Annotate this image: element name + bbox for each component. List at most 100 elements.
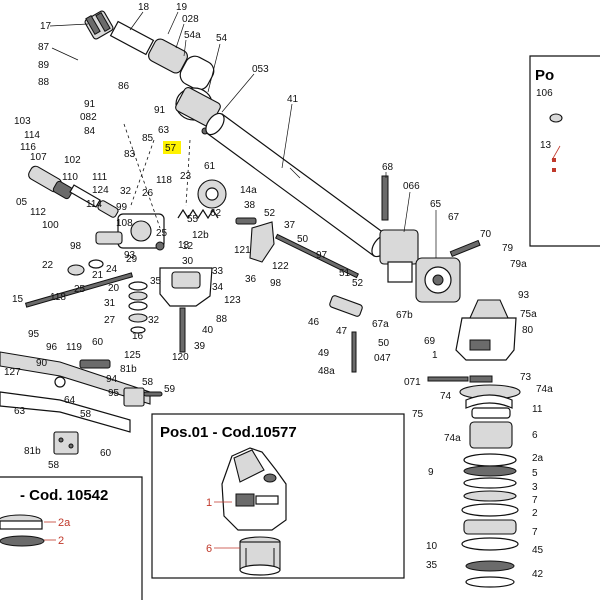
label: 29 xyxy=(126,254,138,265)
label: 18 xyxy=(138,2,150,13)
label: 81b xyxy=(120,364,137,375)
label: 25 xyxy=(156,228,168,239)
label: 19 xyxy=(176,2,188,13)
inset-label-red: 2a xyxy=(58,517,71,529)
pin-59 xyxy=(143,391,163,397)
inset-label: 106 xyxy=(536,88,553,99)
label: 118 xyxy=(50,292,66,303)
label: 46 xyxy=(308,317,320,328)
part-labels: 17 18 19 028 54a 54 053 41 87 89 88 86 9… xyxy=(4,2,553,580)
inset-label-red: 2 xyxy=(58,535,64,547)
label: 59 xyxy=(164,384,176,395)
label: 16 xyxy=(132,331,144,342)
label: 54 xyxy=(216,33,228,44)
label: 75a xyxy=(520,309,537,320)
bolt-68 xyxy=(381,175,389,221)
label: 67b xyxy=(396,310,413,321)
label: 30 xyxy=(182,256,194,267)
gearbox-65 xyxy=(415,257,461,303)
label: 35 xyxy=(150,276,162,287)
label: 124 xyxy=(92,185,109,196)
label: 071 xyxy=(404,377,421,388)
label: 107 xyxy=(30,152,47,163)
label: 103 xyxy=(14,116,31,127)
bolt-67 xyxy=(449,239,481,258)
label: 83 xyxy=(124,149,136,160)
label: 50 xyxy=(378,338,390,349)
label: 2 xyxy=(532,508,538,519)
label: 121 xyxy=(234,245,251,256)
label: 12 xyxy=(182,241,194,252)
label: 54a xyxy=(184,30,201,41)
highlighted-label: 57 xyxy=(165,143,177,154)
label: 68 xyxy=(382,162,394,173)
ring-stack-right xyxy=(459,384,521,588)
label: 028 xyxy=(182,14,199,25)
label: 31 xyxy=(104,298,116,309)
washers-column xyxy=(128,281,148,334)
bolt-40 xyxy=(179,307,186,353)
label: 94 xyxy=(106,374,118,385)
housing-illustration xyxy=(221,447,287,531)
inset-label-red: 6 xyxy=(206,543,212,555)
highlight-marker xyxy=(163,141,181,154)
pipe-connector-18-19 xyxy=(109,20,215,91)
assembly-line xyxy=(185,139,191,207)
label: 91 xyxy=(84,99,96,110)
label: 1 xyxy=(432,350,438,361)
label: 40 xyxy=(202,325,214,336)
label: 65 xyxy=(430,199,442,210)
label: 84 xyxy=(84,126,96,137)
label: 95 xyxy=(108,388,120,399)
label: 119 xyxy=(66,342,82,353)
label: 70 xyxy=(480,229,492,240)
label: 125 xyxy=(124,350,141,361)
label: 93 xyxy=(518,290,530,301)
rotary-joint-17 xyxy=(84,10,114,40)
label: 80 xyxy=(522,325,534,336)
label: 22 xyxy=(42,260,54,271)
label: 97 xyxy=(316,250,328,261)
rod-15 xyxy=(24,259,134,308)
label: 61 xyxy=(204,161,216,172)
label: 79 xyxy=(502,243,514,254)
label: 20 xyxy=(108,283,120,294)
label: 51 xyxy=(339,268,351,279)
label: 62 xyxy=(210,208,222,219)
lever-37 xyxy=(235,217,275,263)
slide-frame-90 xyxy=(0,351,151,433)
label: 120 xyxy=(172,352,189,363)
label: 33 xyxy=(212,266,224,277)
label: 118 xyxy=(156,175,172,186)
label: 13 xyxy=(178,240,190,251)
label: 37 xyxy=(284,220,296,231)
spring-23 xyxy=(177,208,219,220)
label: 26 xyxy=(142,188,154,199)
inset-box-pos01: Pos.01 - Cod.10577 1 6 xyxy=(151,413,405,579)
label: 67 xyxy=(448,212,460,223)
pad-58-right xyxy=(123,387,145,407)
label: 88 xyxy=(216,314,228,325)
label: 111 xyxy=(92,172,108,183)
label: 99 xyxy=(116,202,128,213)
label: 47 xyxy=(336,326,348,337)
label: 96 xyxy=(46,342,58,353)
inset-title: Pos.01 - Cod.10577 xyxy=(160,424,297,441)
plain-label: 63 xyxy=(158,125,170,136)
label: 24 xyxy=(106,264,118,275)
label: 74a xyxy=(536,384,553,395)
label: 60 xyxy=(100,448,112,459)
label: 102 xyxy=(64,155,81,166)
label: 7 xyxy=(532,527,538,538)
label: 41 xyxy=(287,94,299,105)
label: 52 xyxy=(264,208,276,219)
label: 98 xyxy=(270,278,282,289)
label: 64 xyxy=(64,395,76,406)
label: 32 xyxy=(120,186,132,197)
label: 23 xyxy=(180,171,192,182)
housing-1 xyxy=(455,299,517,361)
inset-title: - Cod. 10542 xyxy=(20,487,108,504)
label: 05 xyxy=(16,197,28,208)
label: 79a xyxy=(510,259,527,270)
